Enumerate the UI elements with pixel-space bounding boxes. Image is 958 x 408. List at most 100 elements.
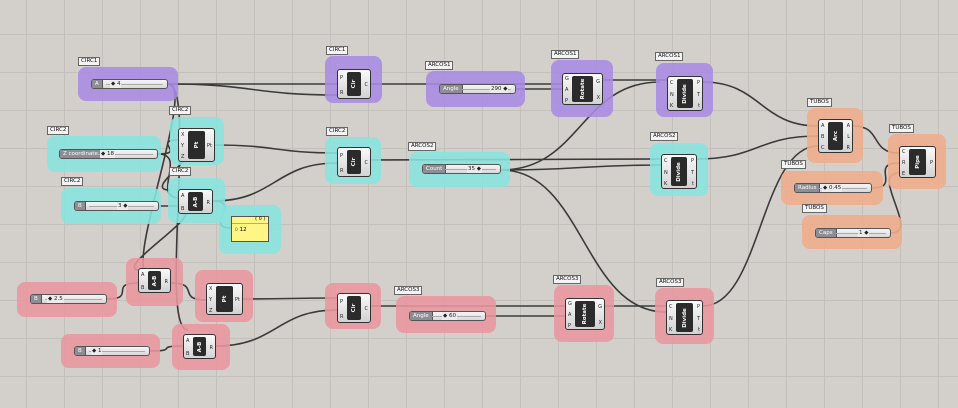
output-param[interactable]: R bbox=[164, 278, 168, 285]
wire[interactable] bbox=[212, 162, 338, 202]
input-param[interactable]: K bbox=[669, 327, 673, 334]
output-param[interactable]: G bbox=[598, 304, 602, 310]
wire[interactable] bbox=[215, 309, 338, 347]
input-param[interactable]: R bbox=[902, 160, 906, 166]
input-param[interactable]: Z bbox=[209, 307, 213, 314]
input-param[interactable]: N bbox=[669, 315, 673, 322]
input-param[interactable]: B bbox=[186, 350, 190, 357]
output-param[interactable]: X bbox=[598, 320, 602, 326]
output-param[interactable]: T bbox=[690, 169, 694, 176]
output-param[interactable]: P bbox=[929, 160, 933, 166]
wire[interactable] bbox=[500, 164, 662, 171]
wire[interactable] bbox=[500, 81, 661, 171]
output-param[interactable]: G bbox=[596, 79, 600, 85]
slider-b-mid[interactable]: B ◆ 2.5 bbox=[30, 294, 107, 304]
slider-track[interactable] bbox=[45, 299, 102, 300]
output-param[interactable]: t bbox=[692, 181, 694, 188]
wire[interactable] bbox=[702, 145, 819, 307]
input-param[interactable]: N bbox=[664, 169, 668, 176]
wire[interactable] bbox=[167, 83, 339, 96]
slider-count[interactable]: Count 35 ◆ bbox=[422, 164, 501, 174]
input-param[interactable]: A bbox=[821, 122, 825, 129]
input-param[interactable]: R bbox=[340, 167, 344, 174]
input-param[interactable]: B bbox=[141, 284, 145, 291]
input-param[interactable]: P bbox=[568, 322, 572, 329]
input-param[interactable]: N bbox=[670, 91, 674, 98]
output-param[interactable]: R bbox=[206, 199, 210, 206]
input-param[interactable]: G bbox=[565, 76, 569, 83]
slider-radius[interactable]: Radius ◆ 0.45 bbox=[794, 183, 872, 193]
input-param[interactable]: B bbox=[821, 134, 825, 140]
input-param[interactable]: C bbox=[821, 145, 825, 152]
input-param[interactable]: A bbox=[568, 312, 572, 318]
input-param[interactable]: C bbox=[670, 79, 674, 86]
slider-b-top[interactable]: B 3 ◆ bbox=[74, 201, 159, 211]
output-param[interactable]: t bbox=[698, 327, 700, 334]
slider-a[interactable]: A ◆ 4 bbox=[91, 79, 168, 89]
wire[interactable] bbox=[696, 135, 819, 160]
input-param[interactable]: R bbox=[340, 313, 344, 320]
wire[interactable] bbox=[242, 297, 338, 300]
output-param[interactable]: P bbox=[696, 303, 700, 310]
slider-angle-3[interactable]: Angle ◆ 60 bbox=[409, 311, 486, 321]
input-param[interactable]: C bbox=[664, 157, 668, 164]
output-param[interactable]: C bbox=[364, 160, 369, 166]
input-param[interactable]: G bbox=[568, 301, 572, 308]
input-param[interactable]: Y bbox=[181, 143, 185, 149]
input-param[interactable]: C bbox=[902, 149, 906, 156]
input-param[interactable]: K bbox=[670, 103, 674, 110]
input-param[interactable]: P bbox=[565, 97, 569, 104]
output-param[interactable]: R bbox=[209, 344, 213, 351]
input-param[interactable]: A bbox=[186, 338, 190, 345]
slider-track[interactable] bbox=[819, 188, 867, 189]
wire[interactable] bbox=[214, 144, 338, 154]
slider-track[interactable] bbox=[89, 351, 145, 352]
output-param[interactable]: A bbox=[846, 122, 850, 129]
output-param[interactable]: C bbox=[364, 306, 369, 312]
output-param[interactable]: T bbox=[696, 315, 700, 322]
input-param[interactable]: E bbox=[902, 170, 906, 177]
input-param[interactable]: Z bbox=[181, 154, 185, 161]
text-panel[interactable]: { 0 } 0 12 bbox=[231, 216, 269, 242]
output-param[interactable]: R bbox=[846, 145, 850, 152]
slider-track[interactable] bbox=[98, 154, 153, 155]
input-param[interactable]: R bbox=[340, 89, 344, 96]
input-param[interactable]: P bbox=[340, 298, 344, 305]
slider-track[interactable] bbox=[106, 84, 163, 85]
output-param[interactable]: C bbox=[364, 82, 369, 88]
input-param[interactable]: A bbox=[181, 193, 185, 200]
output-param[interactable]: P bbox=[696, 79, 700, 86]
input-param[interactable]: P bbox=[340, 152, 344, 159]
slider-caps[interactable]: Caps 1 ◆ bbox=[815, 228, 891, 238]
input-param[interactable]: P bbox=[340, 74, 344, 81]
output-param[interactable]: t bbox=[698, 103, 700, 110]
input-param[interactable]: X bbox=[209, 286, 213, 293]
output-param[interactable]: X bbox=[596, 95, 600, 101]
input-param[interactable]: B bbox=[181, 205, 185, 212]
input-param[interactable]: K bbox=[664, 181, 668, 188]
output-param[interactable]: Pt bbox=[235, 297, 240, 303]
input-param[interactable]: X bbox=[181, 131, 185, 138]
output-param[interactable]: P bbox=[690, 157, 694, 164]
slider-angle-1[interactable]: Angle 290 ◆ bbox=[439, 84, 516, 94]
input-param[interactable]: Y bbox=[209, 297, 213, 303]
output-param[interactable]: Pt bbox=[207, 143, 212, 149]
input-param[interactable]: A bbox=[141, 272, 145, 279]
input-param[interactable]: A bbox=[565, 87, 569, 93]
slider-z-coordinate[interactable]: Z coordinate ◆ 18 bbox=[59, 149, 158, 159]
slider-b-low[interactable]: B ◆ 1 bbox=[74, 346, 150, 356]
